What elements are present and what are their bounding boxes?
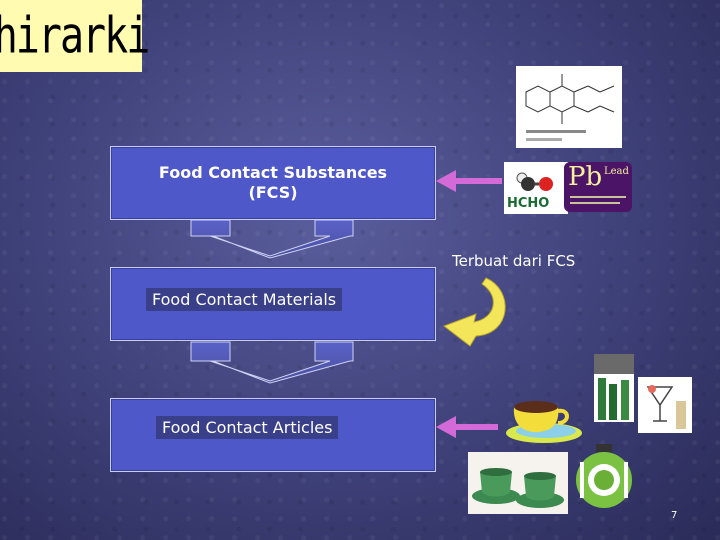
box-fcm-label: Food Contact Materials [146, 288, 343, 311]
arrow-to-fcs [436, 170, 502, 192]
molecule-diagram-image [516, 66, 622, 148]
box-fcs-line2: (FCS) [248, 183, 298, 202]
down-arrow-1 [190, 219, 354, 259]
lead-info-lines [570, 196, 626, 204]
molecule-caption-lines [526, 130, 586, 141]
lead-name: Lead [604, 166, 629, 177]
slide-title-box: hirarki [0, 0, 150, 72]
made-from-fcs-note: Terbuat dari FCS [452, 252, 576, 270]
box-fcs-line1: Food Contact Substances [158, 163, 388, 182]
lead-element-image: Pb Lead [564, 162, 632, 212]
box-fcs-text: Food Contact Substances (FCS) [111, 163, 435, 203]
formaldehyde-label: HCHO [507, 196, 550, 211]
green-cups-icon [472, 468, 564, 508]
lead-symbol: Pb [568, 162, 603, 192]
bottles-image [594, 354, 634, 422]
formaldehyde-image: HCHO [504, 162, 568, 214]
green-cups-image [468, 452, 568, 514]
martini-glass-image [638, 377, 692, 433]
bottles-icon [594, 354, 634, 420]
box-food-contact-substances: Food Contact Substances (FCS) [110, 146, 436, 220]
coffee-cup-image [500, 395, 584, 445]
slide-title: hirarki [0, 7, 150, 65]
plate-cutlery-icon [576, 444, 632, 508]
box-fca-label: Food Contact Articles [156, 416, 339, 439]
dinner-plate-image [572, 440, 636, 512]
formaldehyde-molecule-icon [516, 172, 553, 191]
curved-arrow-icon [442, 277, 506, 347]
coffee-cup-icon [506, 401, 582, 443]
arrow-to-fca [436, 416, 498, 438]
martini-glass-icon [646, 385, 686, 429]
page-number: 7 [671, 510, 678, 521]
down-arrow-2 [190, 341, 354, 384]
